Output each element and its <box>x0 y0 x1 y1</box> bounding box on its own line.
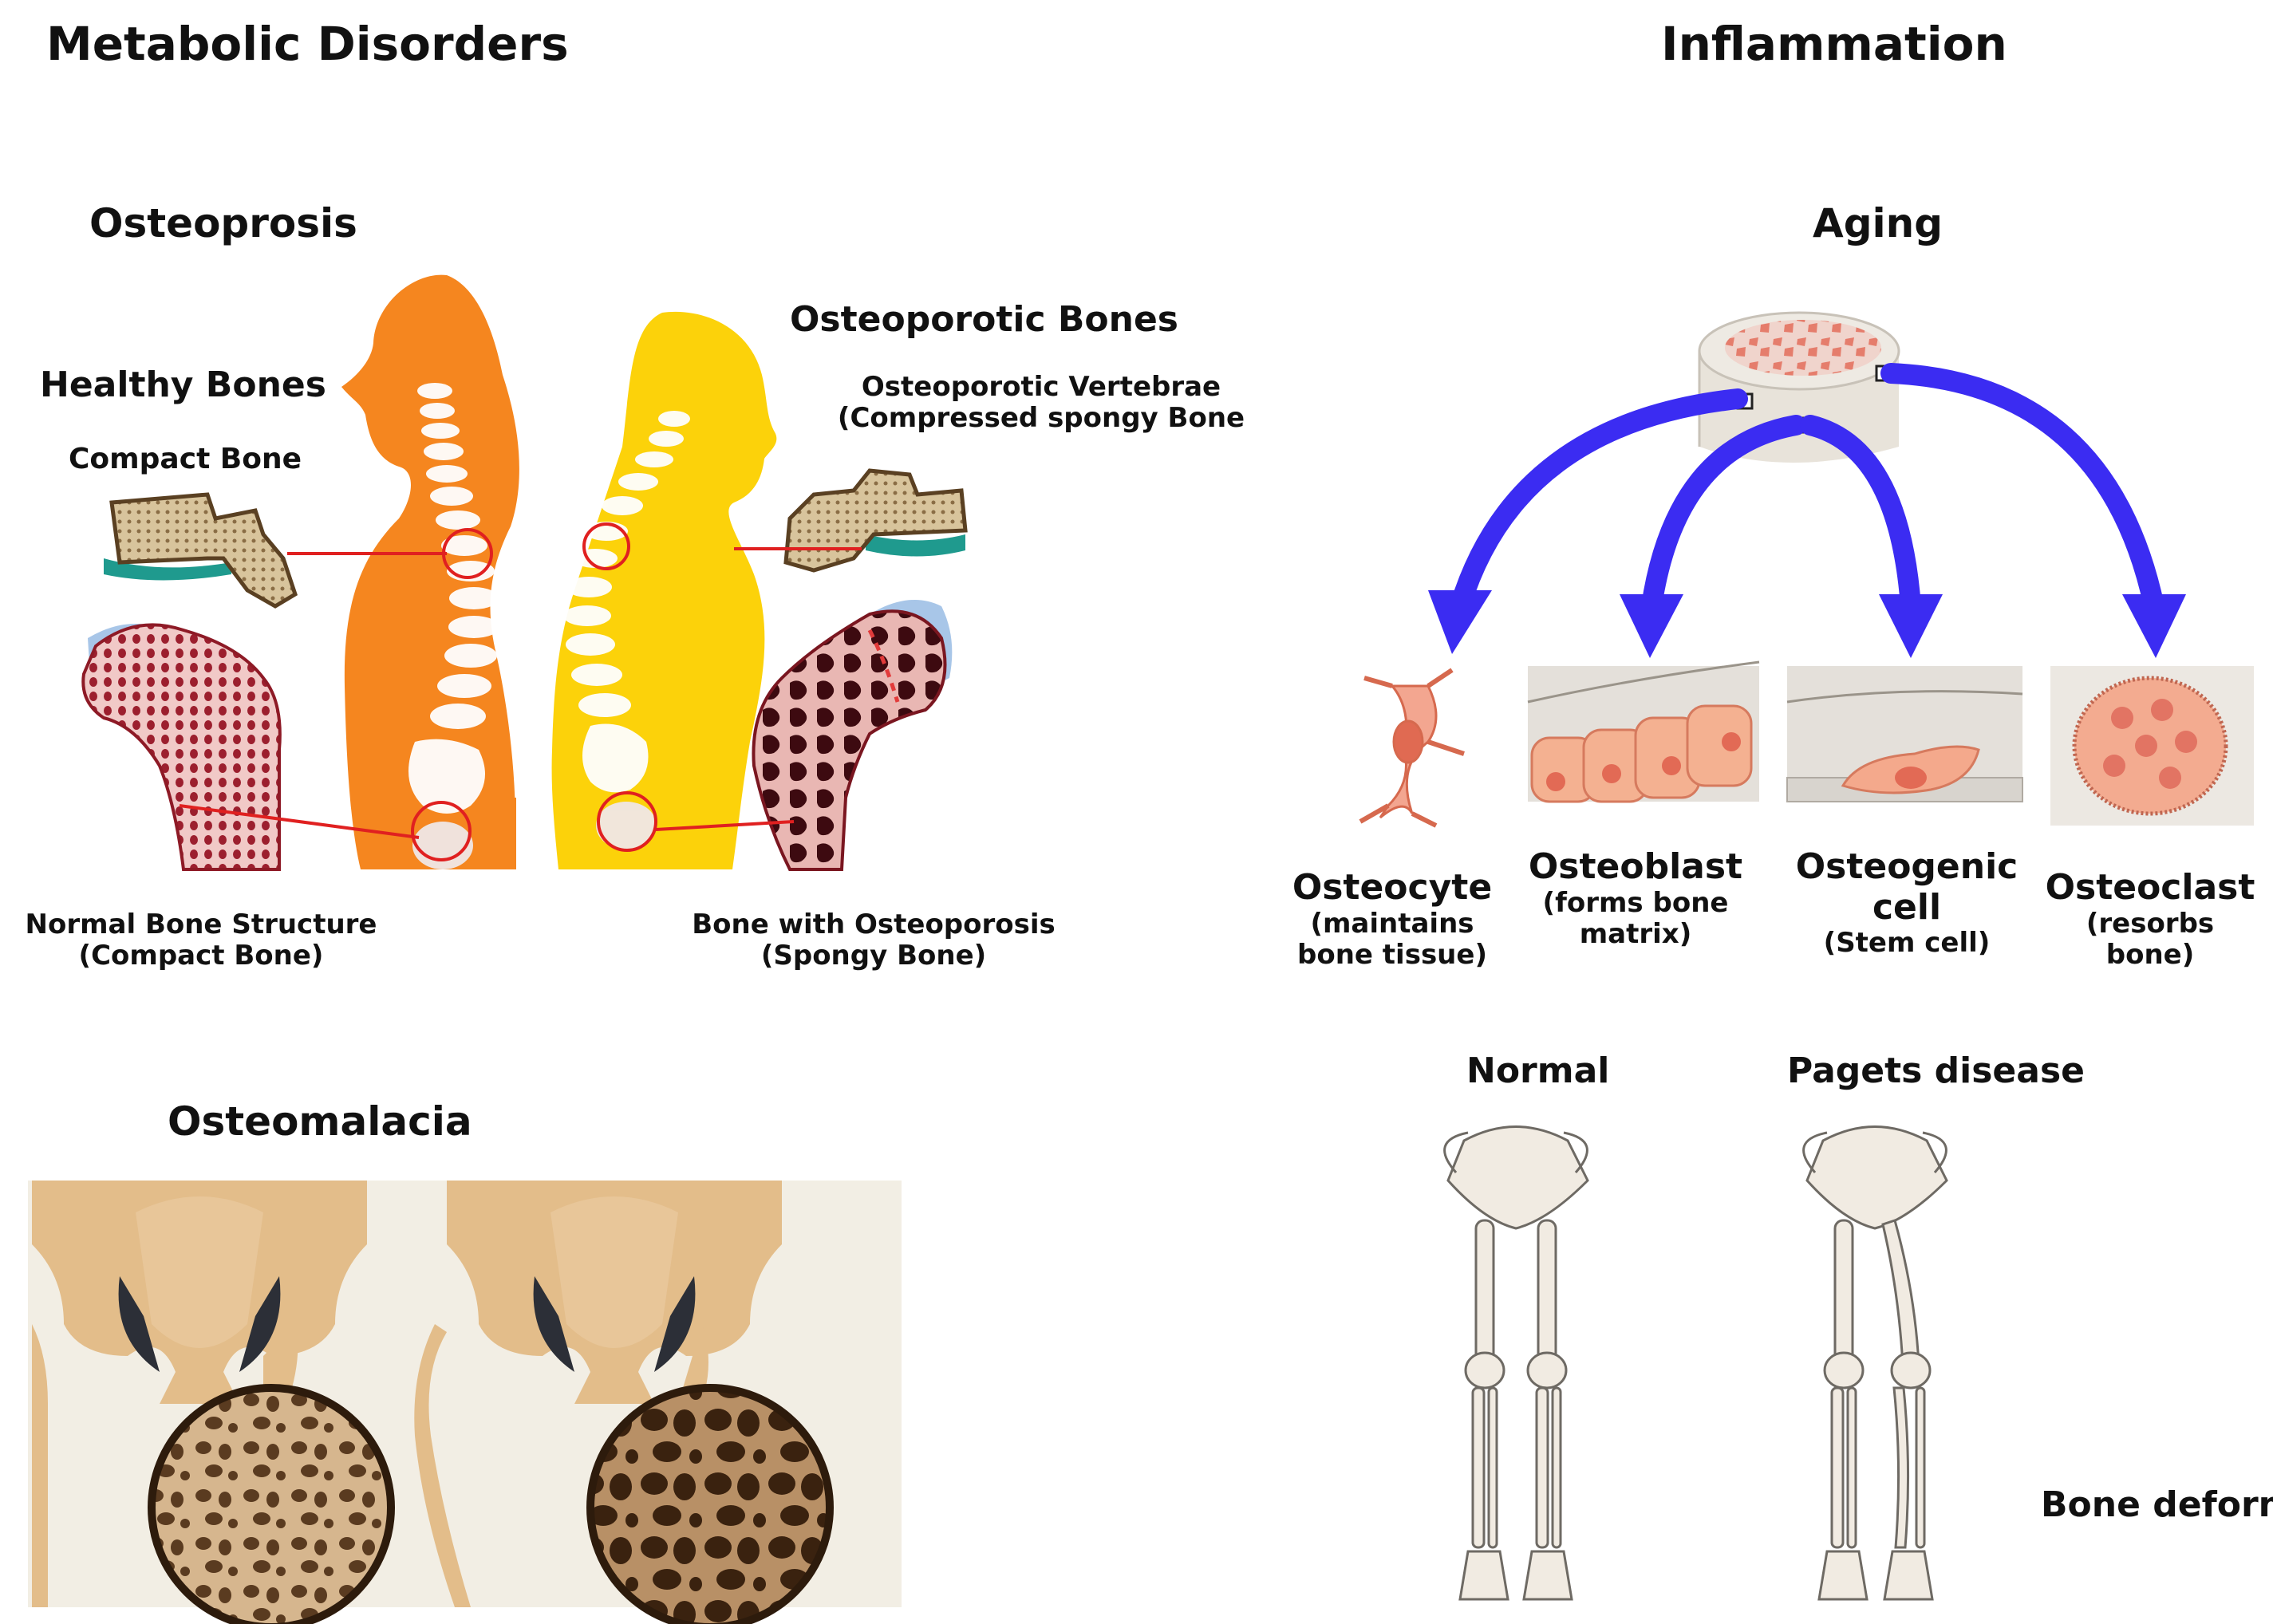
osteogenic-name: Osteogenic <box>1795 846 2018 887</box>
osteocyte-label: Osteocyte (maintains bone tissue) <box>1292 867 1493 971</box>
normal-label: Normal <box>1466 1050 1610 1091</box>
osteocyte-desc1: (maintains <box>1310 907 1474 940</box>
normal-bone-structure-label: Normal Bone Structure (Compact Bone) <box>26 909 377 972</box>
vertebrae-label-line2: (Compressed spongy Bone <box>837 402 1245 435</box>
bone-cylinder <box>1698 311 1900 463</box>
osteoblast-label: Osteoblast (forms bone matrix) <box>1528 846 1743 950</box>
yellow-spine <box>563 411 690 849</box>
osteogenic-cell <box>1786 666 2023 802</box>
osteomalacia-panel <box>28 1181 902 1624</box>
osteoblast-cells <box>1527 660 1760 803</box>
osteoporotic-bones-title: Osteoporotic Bones <box>790 299 1178 340</box>
osteomalacia-title: Osteomalacia <box>168 1098 472 1145</box>
osteoblast-desc2: matrix) <box>1579 917 1692 950</box>
osteogenic-desc1: (Stem cell) <box>1823 927 1991 960</box>
osteoclast-cell <box>2050 666 2254 826</box>
inflammation-title: Inflammation <box>1661 17 2007 71</box>
orange-spine <box>408 383 499 869</box>
osteo-bone-line2: (Spongy Bone) <box>760 940 987 972</box>
arrow-heads <box>1428 590 2186 658</box>
healthy-bones-title: Healthy Bones <box>40 365 326 405</box>
normal-bone-line2: (Compact Bone) <box>78 940 324 972</box>
normal-leg-skeleton <box>1443 1125 1589 1601</box>
osteogenic-label: Osteogenic cell (Stem cell) <box>1795 846 2018 960</box>
osteoclast-desc1: (resorbs <box>2086 907 2215 940</box>
vertebrae-label-line1: Osteoporotic Vertebrae <box>861 371 1221 403</box>
osteoporotic-vertebra <box>783 468 968 573</box>
bone-with-osteoporosis-label: Bone with Osteoporosis (Spongy Bone) <box>692 909 1056 972</box>
osteoclast-name: Osteoclast <box>2045 867 2255 908</box>
vertebrae-label: Osteoporotic Vertebrae (Compressed spong… <box>837 371 1245 435</box>
osteoporotic-femur <box>752 600 953 871</box>
osteoblast-name: Osteoblast <box>1528 846 1743 887</box>
callout-lines <box>179 522 862 861</box>
compact-bone-label: Compact Bone <box>69 443 302 475</box>
osteoblast-desc1: (forms bone <box>1542 886 1729 919</box>
osteo-bone-line1: Bone with Osteoporosis <box>692 909 1056 940</box>
osteoclast-desc2: bone) <box>2105 938 2195 971</box>
paget-leg-skeleton <box>1802 1125 1948 1601</box>
compact-vertebra <box>104 492 298 609</box>
osteocyte-desc2: bone tissue) <box>1297 938 1487 971</box>
osteogenic-name2: cell <box>1872 886 1942 928</box>
osteoporosis-title: Osteoprosis <box>89 200 357 246</box>
metabolic-disorders-title: Metabolic Disorders <box>46 17 569 71</box>
normal-bone-line1: Normal Bone Structure <box>25 909 377 940</box>
osteocyte-name: Osteocyte <box>1292 867 1493 908</box>
aging-title: Aging <box>1813 200 1943 246</box>
bone-deform-label: Bone deform <box>2041 1484 2273 1525</box>
osteocyte-cell <box>1359 668 1465 828</box>
lineage-arrows <box>1450 363 2164 617</box>
osteoclast-label: Osteoclast (resorbs bone) <box>2045 867 2255 971</box>
healthy-femur <box>81 623 282 871</box>
pagets-disease-label: Pagets disease <box>1787 1050 2085 1091</box>
